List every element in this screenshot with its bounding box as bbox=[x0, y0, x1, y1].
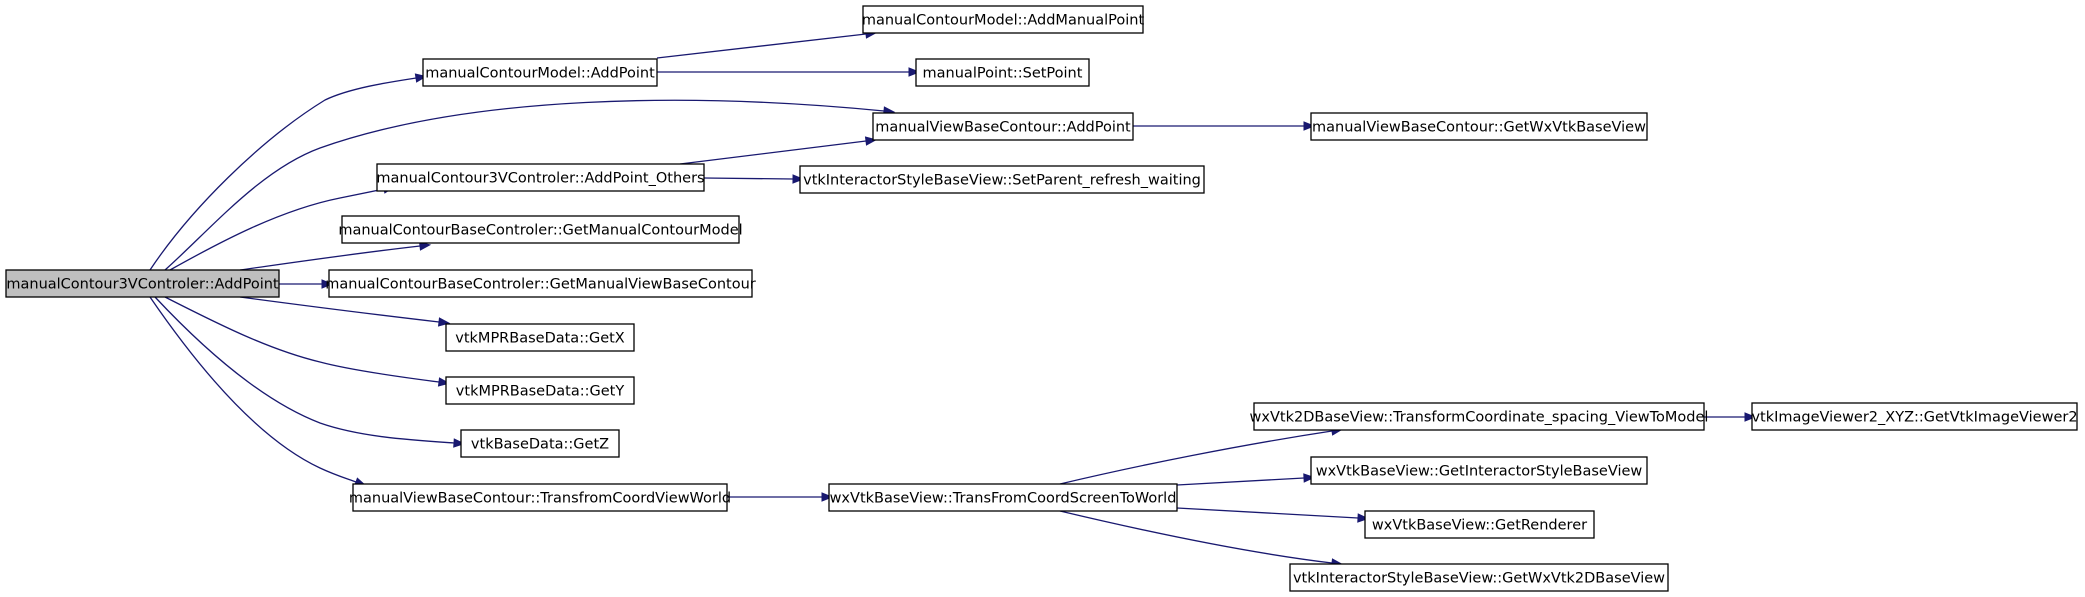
arrowhead-m3v_addpoint_others-to-visbv_setparent bbox=[792, 174, 805, 184]
node-mvbc_transfrom[interactable]: manualViewBaseContour::TransfromCoordVie… bbox=[349, 483, 731, 512]
node-label-mvbc_getwxvtkbaseview: manualViewBaseContour::GetWxVtkBaseView bbox=[1312, 120, 1646, 136]
node-mvbc_getwxvtkbaseview[interactable]: manualViewBaseContour::GetWxVtkBaseView bbox=[1310, 112, 1648, 141]
edge-root-to-mpr_gety bbox=[164, 296, 440, 383]
node-box-mvbc_transfrom[interactable] bbox=[352, 483, 728, 512]
node-box-mvbc_getwxvtkbaseview[interactable] bbox=[1310, 112, 1648, 141]
node-box-root[interactable] bbox=[5, 269, 280, 298]
edge-wxv_transfrom-to-visbv_getwx2d bbox=[1059, 510, 1333, 564]
arrowhead-mvbc_addpoint-to-mvbc_getwxvtkbaseview bbox=[1303, 121, 1316, 131]
node-label-mcbc_getmodel: manualContourBaseControler::GetManualCon… bbox=[338, 223, 742, 239]
node-box-wxv_getinteractor[interactable] bbox=[1310, 456, 1648, 485]
nodes-layer: manualContour3VControler::AddPointmanual… bbox=[5, 5, 2078, 592]
node-mcbc_getviewbase[interactable]: manualContourBaseControler::GetManualVie… bbox=[325, 269, 756, 298]
node-box-mvbc_addpoint[interactable] bbox=[872, 112, 1134, 141]
node-label-mcm_addpoint: manualContourModel::AddPoint bbox=[425, 66, 655, 82]
node-box-mcbc_getmodel[interactable] bbox=[341, 215, 740, 244]
node-wx2d_transform[interactable]: wxVtk2DBaseView::TransformCoordinate_spa… bbox=[1250, 402, 1709, 431]
node-box-mp_setpoint[interactable] bbox=[915, 58, 1090, 87]
node-wxv_transfrom[interactable]: wxVtkBaseView::TransFromCoordScreenToWor… bbox=[828, 483, 1178, 512]
edge-root-to-vbd_getz bbox=[154, 296, 455, 444]
node-visbv_getwx2d[interactable]: vtkInteractorStyleBaseView::GetWxVtk2DBa… bbox=[1289, 563, 1669, 592]
node-box-visbv_setparent[interactable] bbox=[799, 165, 1205, 194]
node-label-mpr_getx: vtkMPRBaseData::GetX bbox=[455, 331, 625, 347]
node-box-mcbc_getviewbase[interactable] bbox=[328, 269, 753, 298]
node-label-mcbc_getviewbase: manualContourBaseControler::GetManualVie… bbox=[325, 277, 756, 293]
arrowhead-wxv_transfrom-to-wxv_getrenderer bbox=[1357, 513, 1370, 523]
node-vbd_getz[interactable]: vtkBaseData::GetZ bbox=[460, 429, 620, 458]
arrowhead-root-to-mpr_gety bbox=[437, 377, 451, 387]
edge-root-to-mvbc_transfrom bbox=[149, 296, 357, 483]
node-box-m3v_addpoint_others[interactable] bbox=[376, 163, 705, 192]
edge-root-to-mcm_addpoint bbox=[149, 77, 417, 271]
edge-wxv_transfrom-to-wxv_getinteractor bbox=[1176, 477, 1305, 486]
node-label-mp_setpoint: manualPoint::SetPoint bbox=[923, 66, 1083, 82]
node-mpr_gety[interactable]: vtkMPRBaseData::GetY bbox=[445, 376, 635, 405]
node-label-mpr_gety: vtkMPRBaseData::GetY bbox=[456, 384, 625, 400]
node-box-mcm_addmanualpoint[interactable] bbox=[862, 5, 1144, 34]
arrowhead-root-to-mcbc_getviewbase bbox=[321, 279, 334, 289]
edge-root-to-mcbc_getmodel bbox=[239, 245, 421, 271]
node-label-visbv_getwx2d: vtkInteractorStyleBaseView::GetWxVtk2DBa… bbox=[1293, 571, 1665, 587]
node-label-visbv_setparent: vtkInteractorStyleBaseView::SetParent_re… bbox=[803, 173, 1201, 189]
node-box-mpr_gety[interactable] bbox=[445, 376, 635, 405]
node-visbv_setparent[interactable]: vtkInteractorStyleBaseView::SetParent_re… bbox=[799, 165, 1205, 194]
node-box-wx2d_transform[interactable] bbox=[1253, 402, 1705, 431]
edge-wxv_transfrom-to-wx2d_transform bbox=[1059, 430, 1333, 485]
node-wxv_getinteractor[interactable]: wxVtkBaseView::GetInteractorStyleBaseVie… bbox=[1310, 456, 1648, 485]
node-box-vbd_getz[interactable] bbox=[460, 429, 620, 458]
node-label-mvbc_addpoint: manualViewBaseContour::AddPoint bbox=[875, 120, 1131, 136]
node-m3v_addpoint_others[interactable]: manualContour3VControler::AddPoint_Other… bbox=[376, 163, 705, 192]
node-box-wxv_getrenderer[interactable] bbox=[1364, 510, 1595, 539]
node-box-mcm_addpoint[interactable] bbox=[422, 58, 658, 87]
arrowhead-m3v_addpoint_others-to-mvbc_addpoint bbox=[864, 136, 878, 146]
arrowhead-wx2d_transform-to-viv_getimageviewer bbox=[1744, 412, 1757, 422]
node-label-vbd_getz: vtkBaseData::GetZ bbox=[471, 437, 609, 453]
node-wxv_getrenderer[interactable]: wxVtkBaseView::GetRenderer bbox=[1364, 510, 1595, 539]
node-label-wxv_getinteractor: wxVtkBaseView::GetInteractorStyleBaseVie… bbox=[1316, 464, 1643, 480]
node-label-mcm_addmanualpoint: manualContourModel::AddManualPoint bbox=[862, 13, 1145, 29]
node-viv_getimageviewer[interactable]: vtkImageViewer2_XYZ::GetVtkImageViewer2 bbox=[1751, 402, 2078, 431]
edge-root-to-m3v_addpoint_others bbox=[169, 188, 385, 271]
node-label-wxv_getrenderer: wxVtkBaseView::GetRenderer bbox=[1372, 518, 1587, 534]
arrowhead-mvbc_transfrom-to-wxv_transfrom bbox=[821, 492, 834, 502]
node-box-viv_getimageviewer[interactable] bbox=[1751, 402, 2078, 431]
node-label-root: manualContour3VControler::AddPoint bbox=[6, 277, 279, 293]
node-label-wx2d_transform: wxVtk2DBaseView::TransformCoordinate_spa… bbox=[1250, 410, 1709, 426]
node-label-m3v_addpoint_others: manualContour3VControler::AddPoint_Other… bbox=[376, 171, 704, 187]
node-label-mvbc_transfrom: manualViewBaseContour::TransfromCoordVie… bbox=[349, 491, 731, 507]
node-label-wxv_transfrom: wxVtkBaseView::TransFromCoordScreenToWor… bbox=[830, 491, 1177, 507]
arrowhead-mcm_addpoint-to-mp_setpoint bbox=[908, 67, 921, 77]
node-root[interactable]: manualContour3VControler::AddPoint bbox=[5, 269, 280, 298]
arrowhead-root-to-vbd_getz bbox=[453, 438, 466, 448]
edge-root-to-mvbc_addpoint bbox=[164, 99, 885, 271]
node-label-viv_getimageviewer: vtkImageViewer2_XYZ::GetVtkImageViewer2 bbox=[1751, 410, 2077, 426]
node-mpr_getx[interactable]: vtkMPRBaseData::GetX bbox=[445, 323, 635, 352]
node-mp_setpoint[interactable]: manualPoint::SetPoint bbox=[915, 58, 1090, 87]
edge-m3v_addpoint_others-to-mvbc_addpoint bbox=[679, 140, 867, 165]
node-box-wxv_transfrom[interactable] bbox=[828, 483, 1178, 512]
node-mcm_addpoint[interactable]: manualContourModel::AddPoint bbox=[422, 58, 658, 87]
edge-root-to-mpr_getx bbox=[239, 296, 440, 323]
arrowhead-root-to-mpr_getx bbox=[437, 317, 451, 327]
node-mcbc_getmodel[interactable]: manualContourBaseControler::GetManualCon… bbox=[338, 215, 743, 244]
edge-wxv_transfrom-to-wxv_getrenderer bbox=[1176, 507, 1359, 519]
arrowhead-wxv_transfrom-to-wxv_getinteractor bbox=[1303, 473, 1316, 483]
edge-mcm_addpoint-to-mcm_addmanualpoint bbox=[656, 33, 867, 59]
node-box-visbv_getwx2d[interactable] bbox=[1289, 563, 1669, 592]
edge-m3v_addpoint_others-to-visbv_setparent bbox=[703, 177, 794, 180]
node-box-mpr_getx[interactable] bbox=[445, 323, 635, 352]
node-mcm_addmanualpoint[interactable]: manualContourModel::AddManualPoint bbox=[862, 5, 1145, 34]
node-mvbc_addpoint[interactable]: manualViewBaseContour::AddPoint bbox=[872, 112, 1134, 141]
